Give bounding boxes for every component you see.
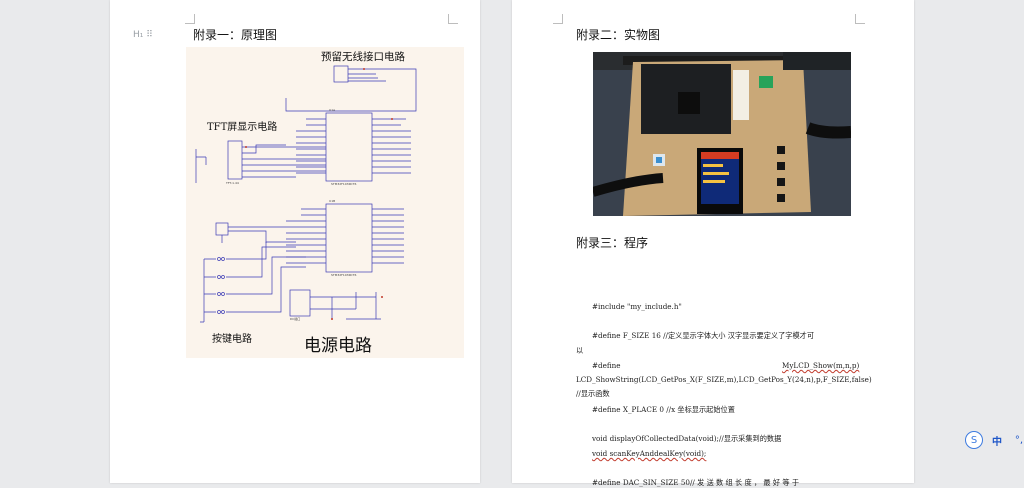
appendix-2-heading[interactable]: 附录二：实物图 bbox=[576, 28, 661, 42]
svg-text:TFT-1.44: TFT-1.44 bbox=[225, 181, 239, 185]
code-line[interactable]: #define DAC_SIN_SIZE 50// 发 送 数 组 长 度 ， … bbox=[592, 478, 800, 487]
punct-label: °, bbox=[1014, 434, 1024, 446]
margin-corner-mark bbox=[448, 14, 458, 24]
svg-text:STM32F103RCT6: STM32F103RCT6 bbox=[331, 273, 356, 277]
punctuation-button[interactable]: °, bbox=[1011, 432, 1024, 448]
code-line[interactable]: //显示函数 bbox=[576, 389, 610, 398]
lang-label: 中 bbox=[992, 436, 1002, 448]
code-line[interactable]: 以 bbox=[576, 346, 584, 355]
appendix-1-heading[interactable]: 附录一：原理图 bbox=[193, 28, 278, 42]
device-photo bbox=[593, 52, 851, 216]
code-line[interactable]: void displayOfCollectedData(void);//显示采集… bbox=[592, 434, 782, 443]
code-line[interactable]: #define X_PLACE 0 //x 坐标显示起始位置 bbox=[592, 405, 735, 414]
code-line[interactable]: #define F_SIZE 16 //定义显示字体大小 汉字显示要定义了字模才… bbox=[592, 331, 815, 340]
appendix-3-heading[interactable]: 附录三：程序 bbox=[576, 236, 649, 250]
svg-text:DC插口: DC插口 bbox=[290, 316, 300, 321]
code-line[interactable]: LCD_ShowString(LCD_GetPos_X(F_SIZE,m),LC… bbox=[576, 375, 872, 384]
code-line[interactable]: #include "my_include.h" bbox=[592, 302, 682, 311]
svg-text:U1A: U1A bbox=[329, 108, 336, 112]
wireless-circuit-label: 预留无线接口电路 bbox=[321, 51, 405, 63]
margin-corner-mark bbox=[553, 14, 563, 24]
power-circuit-label: 电源电路 bbox=[304, 336, 372, 356]
svg-text:STM32F103RCT6: STM32F103RCT6 bbox=[331, 182, 356, 186]
sogou-label: S bbox=[970, 434, 978, 446]
chinese-mode-button[interactable]: 中 bbox=[989, 432, 1005, 448]
heading-level-marker[interactable]: H₁ ⠿ bbox=[133, 30, 153, 40]
key-circuit-label: 按键电路 bbox=[212, 334, 252, 345]
code-line[interactable]: void scanKeyAnddealKey(void); bbox=[592, 449, 707, 458]
code-line[interactable]: MyLCD_Show(m,n,p) bbox=[782, 361, 860, 370]
margin-corner-mark bbox=[855, 14, 865, 24]
device-photo-drawing bbox=[593, 52, 851, 216]
svg-text:U1B: U1B bbox=[329, 199, 335, 203]
sogou-logo-icon[interactable]: S bbox=[965, 431, 983, 449]
margin-corner-mark bbox=[185, 14, 195, 24]
tft-circuit-label: TFT屏显示电路 bbox=[207, 122, 278, 133]
ime-toolbar[interactable]: S 中 °, bbox=[965, 431, 1024, 449]
code-line[interactable]: #define bbox=[592, 361, 621, 370]
